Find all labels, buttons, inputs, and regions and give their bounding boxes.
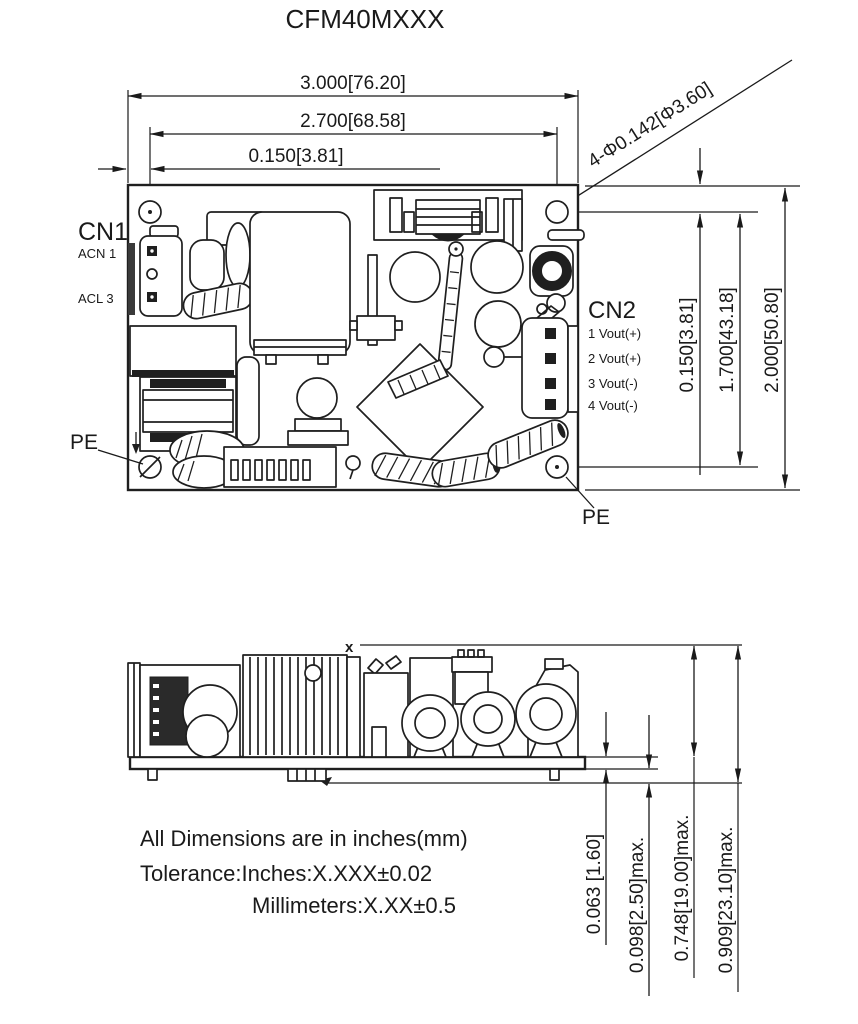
pe-label-right: PE xyxy=(582,506,610,529)
cn1-connector xyxy=(128,225,183,317)
pe-label-left: PE xyxy=(70,431,98,454)
dim-pcb-thickness: 0.063 [1.60] xyxy=(584,834,605,934)
dim-width-holes: 2.700[68.58] xyxy=(300,111,406,132)
dim-width-overall: 3.000[76.20] xyxy=(300,73,406,94)
dim-overall-height: 0.909[23.10]max. xyxy=(716,827,737,974)
notes-block: All Dimensions are in inches(mm) Toleran… xyxy=(140,826,468,918)
dim-height-holes: 1.700[43.18] xyxy=(717,287,738,393)
note-tolerance-mm: Millimeters:X.XX±0.5 xyxy=(252,893,456,918)
dim-component-height: 0.748[19.00]max. xyxy=(672,815,693,962)
pcb-components-top xyxy=(129,189,585,489)
note-tolerance-inches: Tolerance:Inches:X.XXX±0.02 xyxy=(140,861,432,886)
drawing-title: CFM40MXXX xyxy=(286,4,445,34)
cn2-connector xyxy=(521,317,579,419)
cn2-pin2-label: 2 Vout(+) xyxy=(588,351,641,366)
cn1-pin3-label: ACL 3 xyxy=(78,291,114,306)
cn2-label: CN2 xyxy=(588,297,636,324)
side-view: x xyxy=(127,639,742,996)
dim-hole-offset-y: 0.150[3.81] xyxy=(677,297,698,392)
mounting-holes xyxy=(138,200,569,479)
pcb-pins-side xyxy=(147,768,560,782)
cn1-label: CN1 xyxy=(78,218,128,246)
dim-height-overall: 2.000[50.80] xyxy=(762,287,783,393)
note-units: All Dimensions are in inches(mm) xyxy=(140,826,468,851)
pcb-outline-side xyxy=(128,755,587,771)
side-top-marker: x xyxy=(345,639,354,656)
dim-pin-length: 0.098[2.50]max. xyxy=(627,837,648,973)
top-view: 3.000[76.20] 2.700[68.58] 0.150[3.81] 0.… xyxy=(70,59,800,529)
dim-hole-offset-x: 0.150[3.81] xyxy=(248,146,343,167)
cn2-pin1-label: 1 Vout(+) xyxy=(588,326,641,341)
cn1-pin1-label: ACN 1 xyxy=(78,246,116,261)
side-dimensions: 0.063 [1.60] 0.098[2.50]max. 0.748[19.00… xyxy=(584,645,742,996)
cn2-pin3-label: 3 Vout(-) xyxy=(588,376,638,391)
pcb-components-side xyxy=(127,649,579,758)
cn2-pin4-label: 4 Vout(-) xyxy=(588,398,638,413)
hole-callout: 4-Φ0.142[Φ3.60] xyxy=(584,78,715,172)
